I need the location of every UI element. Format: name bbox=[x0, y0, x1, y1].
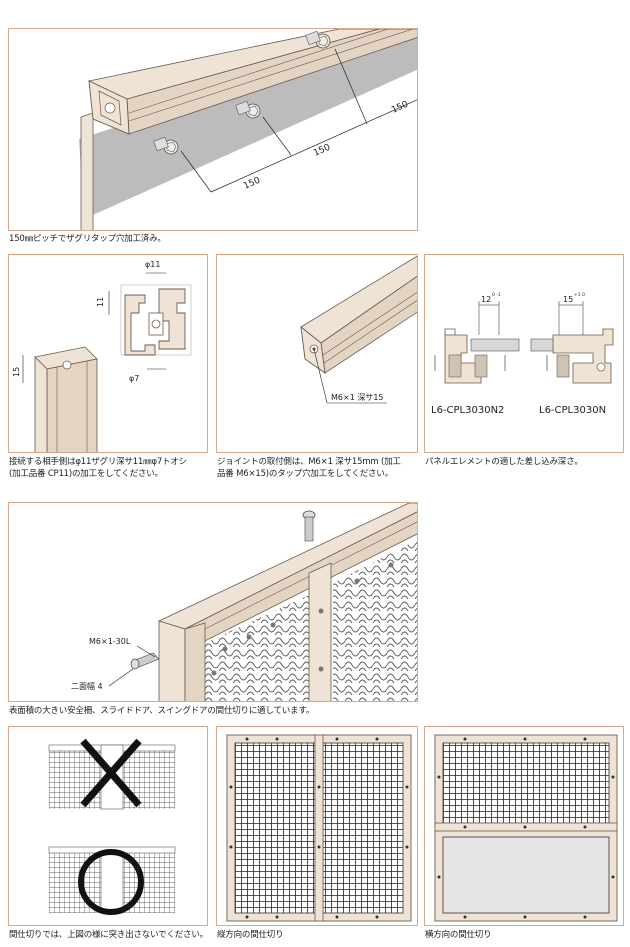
dim-phi11-label: φ11 bbox=[145, 260, 160, 269]
fig4-insertion-depth-drawing: 12 0 -1 15 +1 0 L6-CPL3030N2 L6-CPL3030N bbox=[431, 292, 614, 416]
fig6-caption: 間仕切りでは、上図の様に突き出さないでください。 bbox=[9, 930, 208, 940]
fig4-caption: パネルエレメントの適した差し込み深さ。 bbox=[425, 457, 583, 467]
fig3-panel: M6×1 深サ15 bbox=[216, 254, 418, 453]
dim-15-label: 15 bbox=[12, 367, 21, 377]
bolt-icon bbox=[302, 510, 316, 542]
part-label-right: L6-CPL3030N bbox=[539, 405, 606, 416]
fig5-panel: M6×1-30L 二面幅 4 bbox=[8, 502, 418, 702]
fig7-caption: 縦方向の間仕切り bbox=[217, 930, 284, 940]
bolt-icon bbox=[130, 652, 160, 670]
dimension-label: 150 bbox=[242, 176, 262, 192]
width-across-flats-callout: 二面幅 4 bbox=[71, 681, 103, 691]
tap-hole-callout: M6×1 深サ15 bbox=[331, 393, 384, 402]
fig8-caption: 横方向の間仕切り bbox=[425, 930, 492, 940]
dim-left-label: 12 bbox=[481, 295, 491, 304]
correct-mark-icon bbox=[78, 849, 144, 915]
fig2-caption: 接続する相手側はφ11ザグリ深サ11㎜φ7トオシ (加工品番 CP11)の加工を… bbox=[9, 456, 187, 480]
fig8-horizontal-partition-drawing bbox=[434, 734, 618, 922]
fig6-incorrect-correct-drawing bbox=[48, 738, 176, 915]
fig7-panel bbox=[216, 726, 418, 926]
fig5-assembly-drawing: M6×1-30L 二面幅 4 bbox=[71, 503, 417, 701]
fig5-caption: 表面積の大きい安全柵、スライドドア、スイングドアの間仕切りに適しています。 bbox=[9, 706, 315, 716]
fig2-panel: φ11 11 φ7 15 bbox=[8, 254, 208, 453]
fig6-panel bbox=[8, 726, 208, 926]
dimension-label: 150 bbox=[312, 143, 332, 159]
fig7-vertical-partition-drawing bbox=[226, 734, 412, 922]
screw-icon bbox=[153, 136, 179, 155]
dim-phi7-label: φ7 bbox=[129, 374, 139, 383]
part-label-left: L6-CPL3030N2 bbox=[431, 405, 504, 416]
fig3-tap-hole-drawing: M6×1 深サ15 bbox=[300, 255, 417, 404]
screw-icon bbox=[305, 30, 331, 49]
screw-icon bbox=[235, 100, 261, 119]
bolt-callout: M6×1-30L bbox=[89, 637, 131, 646]
dim-right-tolerance: +1 0 bbox=[574, 292, 585, 298]
fig3-caption-line1: ジョイントの取付側は、M6×1 深サ15mm (加工 bbox=[217, 457, 401, 467]
fig2-caption-line2: (加工品番 CP11)の加工をしてください。 bbox=[9, 469, 163, 479]
fig1-profile-drawing: 150 150 150 bbox=[79, 29, 417, 230]
dimension-label: 150 bbox=[390, 100, 410, 116]
fig3-caption: ジョイントの取付側は、M6×1 深サ15mm (加工 品番 M6×15)のタップ… bbox=[217, 456, 401, 480]
dim-left-tolerance: 0 -1 bbox=[492, 292, 501, 298]
fig4-panel: 12 0 -1 15 +1 0 L6-CPL3030N2 L6-CPL3030N bbox=[424, 254, 624, 453]
fig2-counterbore-drawing: φ11 11 φ7 15 bbox=[12, 260, 192, 452]
dim-right-label: 15 bbox=[563, 295, 573, 304]
fig1-panel: 150 150 150 bbox=[8, 28, 418, 231]
fig3-caption-line2: 品番 M6×15)のタップ穴加工をしてください。 bbox=[217, 469, 393, 479]
fig2-caption-line1: 接続する相手側はφ11ザグリ深サ11㎜φ7トオシ bbox=[9, 457, 187, 467]
fig1-caption: 150㎜ピッチでザグリタップ穴加工済み。 bbox=[9, 234, 166, 244]
fig8-panel bbox=[424, 726, 624, 926]
dim-11-label: 11 bbox=[96, 297, 105, 307]
incorrect-mark-icon bbox=[80, 738, 142, 808]
